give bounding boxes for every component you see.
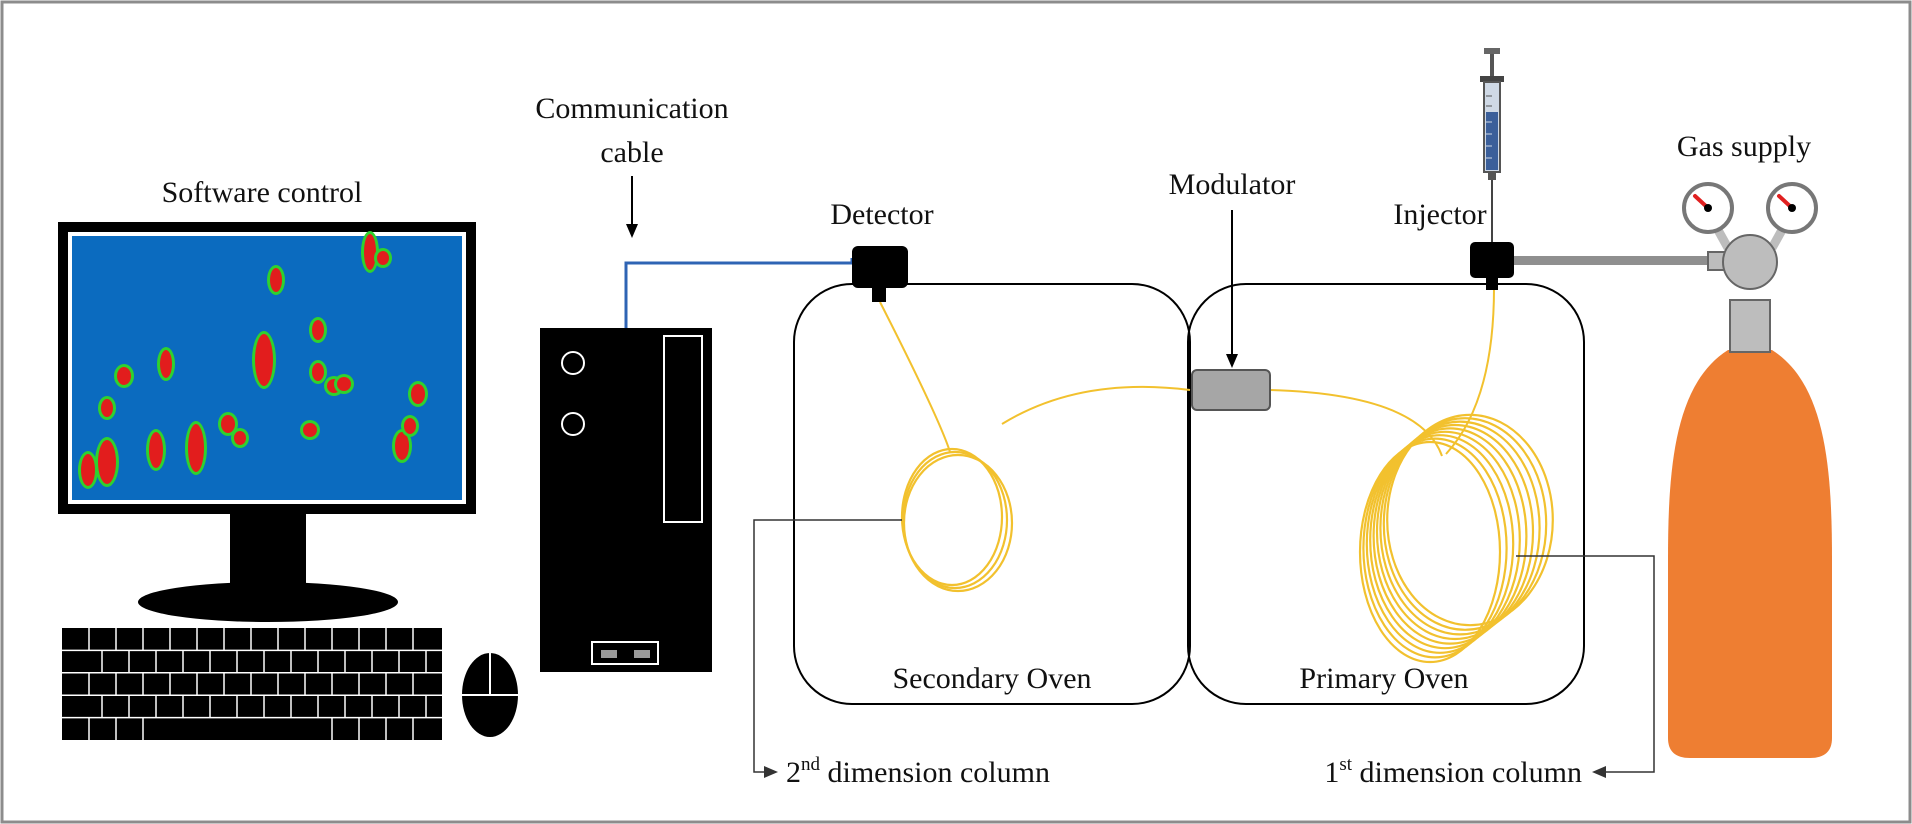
primary-column-coil <box>1372 427 1528 645</box>
mouse <box>462 653 518 737</box>
cylinder-valve-neck <box>1729 299 1771 353</box>
modulator-box <box>1191 369 1271 411</box>
spot-core <box>411 384 425 404</box>
spot-core <box>221 415 235 433</box>
second-dimension-text: dimension column <box>820 756 1050 789</box>
spot-core <box>188 424 204 472</box>
transfer-line-to-primary <box>1267 389 1443 457</box>
spot-core <box>312 320 324 340</box>
chromatogram-spots <box>78 231 428 489</box>
regulator-body <box>1722 234 1778 290</box>
primary-column-coil <box>1369 430 1521 650</box>
injector-label: Injector <box>1393 198 1486 231</box>
primary-column-coil <box>1362 437 1508 659</box>
spot-core <box>117 367 131 385</box>
first-dimension-text: dimension column <box>1352 756 1582 789</box>
communication-cable-arrow <box>626 176 638 238</box>
spot-core <box>234 431 246 445</box>
communication-cable-label-line2: cable <box>600 136 663 169</box>
secondary-oven <box>793 283 1191 705</box>
spot-core <box>270 268 282 292</box>
gas-supply-label: Gas supply <box>1677 130 1811 163</box>
secondary-oven-label: Secondary Oven <box>892 662 1091 695</box>
reset-button-icon <box>561 412 585 436</box>
primary-column-coil <box>1358 440 1502 664</box>
primary-column-injector-lead <box>1445 287 1495 455</box>
second-dimension-superscript: nd <box>801 754 821 775</box>
computer-tower <box>540 328 712 672</box>
injector-port <box>1486 276 1498 290</box>
detector-label: Detector <box>830 198 933 231</box>
detector-body <box>852 246 908 288</box>
spot-core <box>404 418 416 434</box>
modulator-arrow <box>1226 210 1238 368</box>
usb-port-right <box>634 650 650 658</box>
modulator-label: Modulator <box>1169 168 1296 201</box>
gas-line <box>1514 256 1716 265</box>
spot-core <box>149 432 163 468</box>
secondary-column-detector-lead <box>879 301 951 453</box>
spot-core <box>81 454 95 486</box>
spot-core <box>255 334 273 386</box>
spot-core <box>101 399 113 417</box>
monitor-base <box>138 582 398 622</box>
monitor-neck <box>230 514 306 584</box>
computer-monitor <box>58 222 476 622</box>
primary-column-coil <box>1375 423 1535 641</box>
pressure-gauge-left-icon <box>1682 182 1734 234</box>
keyboard <box>62 628 442 740</box>
software-control-label: Software control <box>162 176 363 209</box>
detector <box>852 246 908 302</box>
cylinder-body <box>1668 350 1832 758</box>
second-dimension-column-label: 2nd dimension column <box>786 754 1050 789</box>
tower-body <box>540 328 712 672</box>
secondary-column-coil <box>902 453 1014 593</box>
usb-port-panel <box>591 641 659 665</box>
primary-column-coil <box>1379 420 1541 636</box>
detector-port <box>872 288 886 302</box>
spot-core <box>364 234 376 270</box>
spot-core <box>377 251 389 265</box>
power-button-icon <box>561 351 585 375</box>
communication-cable-label-line1: Communication <box>535 92 728 125</box>
column-coils <box>900 413 1554 664</box>
first-dimension-superscript: st <box>1339 754 1352 775</box>
spot-core <box>312 363 324 381</box>
transfer-line-to-secondary <box>1001 385 1191 425</box>
second-dimension-number: 2 <box>786 756 801 789</box>
pressure-gauge-right-icon <box>1766 182 1818 234</box>
keyboard-body <box>62 628 442 740</box>
primary-column-coil <box>1365 434 1515 654</box>
usb-port-left <box>601 650 617 658</box>
first-dimension-column-label: 1st dimension column <box>1324 754 1582 789</box>
spot-core <box>337 377 351 391</box>
spot-core <box>395 432 409 460</box>
injector-body <box>1470 242 1514 278</box>
gas-cylinder <box>1668 182 1832 758</box>
first-dimension-number: 1 <box>1324 756 1339 789</box>
primary-oven <box>1187 283 1585 705</box>
syringe-icon <box>1480 48 1504 242</box>
first-dimension-callout <box>1516 555 1655 778</box>
injector <box>1470 242 1514 290</box>
spot-core <box>98 440 116 484</box>
keyboard-keys <box>62 628 442 740</box>
primary-column-coil <box>1386 413 1554 627</box>
primary-column-coil <box>1382 417 1548 631</box>
drive-bay <box>663 335 703 523</box>
second-dimension-callout <box>753 519 902 778</box>
spot-core <box>160 350 172 378</box>
spot-core <box>303 423 317 437</box>
primary-oven-label: Primary Oven <box>1299 662 1468 695</box>
